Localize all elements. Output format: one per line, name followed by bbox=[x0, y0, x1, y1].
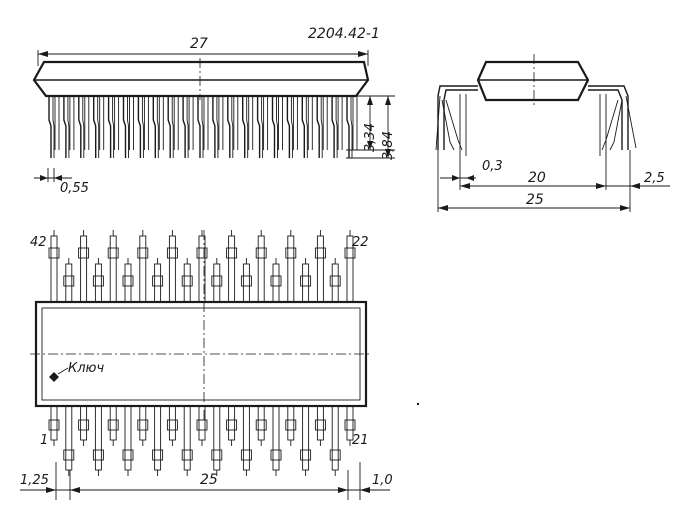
top-pin bbox=[78, 230, 90, 303]
bottom-pin bbox=[240, 405, 252, 476]
pin-label-21: 21 bbox=[352, 433, 369, 448]
side-lead bbox=[122, 96, 134, 158]
top-pin bbox=[166, 230, 178, 303]
top-pin bbox=[270, 258, 282, 303]
side-length-label: 27 bbox=[190, 36, 208, 52]
side-lead bbox=[78, 96, 90, 158]
bottom-pin bbox=[122, 405, 134, 476]
top-pin bbox=[211, 258, 223, 303]
pin-label-22: 22 bbox=[352, 235, 369, 250]
drawing-title: 2204.42-1 bbox=[308, 26, 380, 42]
row-span-outer-label: 25 bbox=[526, 192, 544, 208]
side-view: 27 3,34 3,84 0,55 bbox=[32, 36, 396, 196]
bottom-pin bbox=[300, 405, 312, 476]
end-view: 0,3 20 2,5 25 bbox=[435, 54, 670, 212]
key-label: Ключ bbox=[68, 361, 104, 376]
bottom-pin bbox=[226, 405, 238, 446]
side-lead bbox=[48, 96, 60, 158]
side-lead bbox=[227, 96, 239, 158]
pitch-right-label: 1,0 bbox=[372, 473, 393, 488]
side-lead bbox=[182, 96, 194, 158]
side-lead bbox=[137, 96, 149, 158]
top-pins bbox=[48, 230, 356, 476]
side-lead bbox=[286, 96, 298, 158]
top-pin bbox=[255, 230, 267, 303]
bottom-pin bbox=[107, 405, 119, 446]
side-lead bbox=[197, 96, 209, 158]
top-pin bbox=[226, 230, 238, 303]
top-pin bbox=[285, 230, 297, 303]
side-lead bbox=[212, 96, 224, 158]
bottom-pin bbox=[137, 405, 149, 446]
bottom-pin bbox=[166, 405, 178, 446]
bottom-pin bbox=[181, 405, 193, 476]
lead-thickness-label: 0,3 bbox=[482, 159, 503, 174]
end-body bbox=[476, 60, 590, 102]
side-leads bbox=[48, 96, 358, 158]
bottom-pin bbox=[63, 405, 75, 476]
side-lead bbox=[63, 96, 75, 158]
bottom-pin bbox=[329, 405, 341, 476]
side-lead bbox=[316, 96, 328, 158]
bottom-pin bbox=[48, 405, 60, 446]
side-lead bbox=[346, 96, 358, 158]
side-lead bbox=[107, 96, 120, 158]
top-view: Ключ 42 22 1 21 1,25 25 1,0 bbox=[20, 230, 393, 500]
side-lead bbox=[152, 96, 164, 158]
side-lead bbox=[301, 96, 313, 158]
top-pin bbox=[314, 230, 326, 303]
top-pin bbox=[48, 230, 60, 303]
row-span-inner-label: 20 bbox=[528, 170, 546, 186]
top-pin bbox=[107, 230, 119, 303]
side-lead bbox=[92, 96, 105, 158]
side-lead bbox=[167, 96, 179, 158]
bottom-pin bbox=[314, 405, 326, 446]
bottom-pin bbox=[285, 405, 297, 446]
bottom-pin bbox=[152, 405, 164, 476]
top-pin bbox=[63, 258, 75, 303]
top-pin bbox=[329, 258, 341, 303]
side-lead bbox=[256, 96, 269, 158]
top-pin bbox=[196, 230, 208, 303]
lead-height-b: 3,84 bbox=[381, 131, 396, 160]
bottom-pin bbox=[78, 405, 90, 446]
top-pin bbox=[240, 258, 252, 303]
bottom-pin bbox=[196, 405, 208, 446]
side-body bbox=[32, 60, 370, 98]
side-lead bbox=[241, 96, 254, 158]
top-pin bbox=[181, 258, 193, 303]
bottom-pin bbox=[211, 405, 223, 476]
overhang-label: 2,5 bbox=[644, 171, 665, 186]
pin-label-42: 42 bbox=[30, 235, 47, 250]
pitch-left-label: 1,25 bbox=[20, 473, 49, 488]
bottom-pin bbox=[255, 405, 267, 446]
lead-height-a: 3,34 bbox=[363, 123, 378, 152]
top-pin bbox=[137, 230, 149, 303]
side-lead bbox=[331, 96, 343, 158]
span-label: 25 bbox=[200, 472, 218, 488]
stray-mark bbox=[416, 402, 420, 406]
key-marker-icon bbox=[49, 372, 59, 382]
top-pin bbox=[300, 258, 312, 303]
pin-label-1: 1 bbox=[40, 433, 48, 448]
top-pin bbox=[152, 258, 164, 303]
top-pin bbox=[92, 258, 104, 303]
bottom-pin bbox=[270, 405, 282, 476]
bottom-pin bbox=[92, 405, 104, 476]
side-lead bbox=[271, 96, 283, 158]
lead-width-label: 0,55 bbox=[60, 181, 89, 196]
top-pin bbox=[122, 258, 134, 303]
